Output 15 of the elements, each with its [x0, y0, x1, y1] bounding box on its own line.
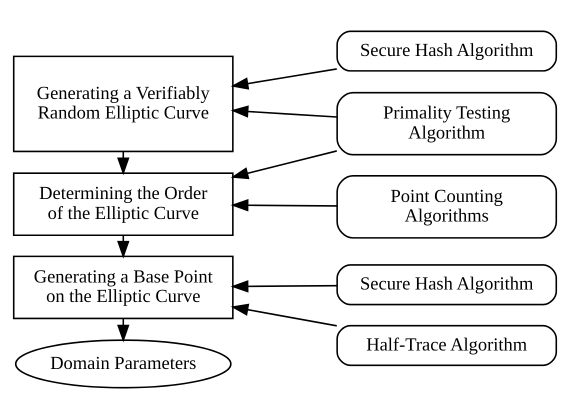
- node-box: Determining the Order of the Elliptic Curve: [12, 172, 234, 236]
- arrow: [230, 280, 337, 292]
- node-box: Primality Testing Algorithm: [336, 91, 558, 155]
- node-box: Point Counting Algorithms: [336, 174, 558, 238]
- arrow: [230, 198, 337, 211]
- arrow: [230, 303, 337, 326]
- node-ellipse: Domain Parameters: [14, 338, 232, 388]
- node-box: Secure Hash Algorithm: [336, 30, 558, 72]
- arrow: [230, 104, 337, 118]
- node-box: Half-Trace Algorithm: [336, 324, 558, 366]
- node-box: Generating a Base Point on the Elliptic Curve: [12, 255, 234, 319]
- node-box: Secure Hash Algorithm: [336, 264, 558, 305]
- arrow: [230, 150, 337, 179]
- node-box: Generating a Verifiably Random Elliptic Curve: [12, 55, 234, 152]
- arrow: [230, 68, 337, 90]
